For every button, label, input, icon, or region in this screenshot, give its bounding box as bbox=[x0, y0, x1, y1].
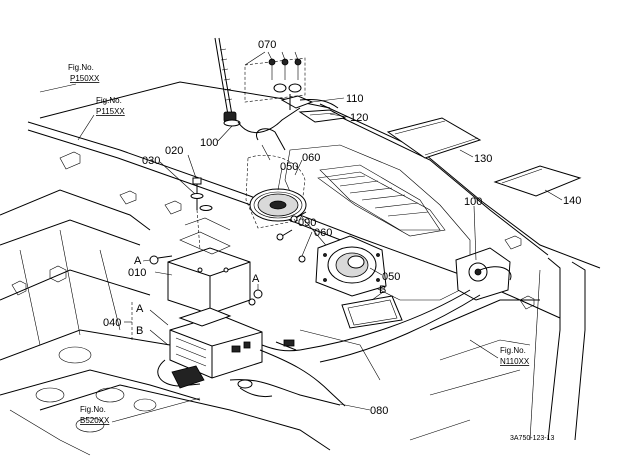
drawing-code: 3A750-123-13 bbox=[510, 435, 554, 442]
fig-ref-p150-line1: Fig.No. bbox=[68, 63, 94, 72]
fig-ref-n110-line1: Fig.No. bbox=[500, 346, 526, 355]
bolt-020-030 bbox=[190, 177, 213, 251]
sound-mat-130 bbox=[386, 117, 482, 159]
part-label-100-top: 100 bbox=[200, 137, 218, 149]
a-side-bolts bbox=[149, 255, 263, 306]
part-label-040: 040 bbox=[103, 317, 121, 329]
marker-a-bracket: A bbox=[134, 255, 142, 267]
fig-ref-p150-line2: P150XX bbox=[70, 74, 100, 83]
part-label-050-lower: 050 bbox=[382, 271, 400, 283]
part-label-080: 080 bbox=[370, 405, 388, 417]
sound-mat-140 bbox=[493, 165, 582, 197]
part-label-110: 110 bbox=[346, 93, 364, 105]
speaker-unit-100 bbox=[455, 247, 512, 301]
marker-a-right: A bbox=[252, 273, 260, 285]
marker-a-radio: A bbox=[136, 303, 144, 315]
fig-ref-p115-line2: P115XX bbox=[96, 107, 125, 116]
gasket-b bbox=[341, 295, 403, 329]
antenna-assembly bbox=[214, 37, 347, 133]
part-label-130: 130 bbox=[474, 153, 492, 165]
part-label-120: 120 bbox=[350, 112, 368, 124]
speaker-left bbox=[245, 128, 307, 229]
marker-b-radio: B bbox=[136, 325, 143, 337]
part-label-030: 030 bbox=[142, 155, 160, 167]
cable-080 bbox=[229, 289, 481, 407]
part-label-010: 010 bbox=[128, 267, 146, 279]
fig-ref-b520-line1: Fig.No. bbox=[80, 405, 106, 414]
bracket-010 bbox=[167, 217, 251, 315]
fig-ref-b520-line2: B520XX bbox=[80, 416, 110, 425]
fig-ref-n110-line2: N110XX bbox=[500, 357, 530, 366]
part-label-060-lower: 060 bbox=[314, 227, 332, 239]
roof-frame bbox=[0, 81, 601, 456]
leader-lines bbox=[39, 51, 563, 423]
part-label-070: 070 bbox=[258, 39, 276, 51]
marker-b-gasket: B bbox=[379, 284, 386, 296]
part-label-090: 090 bbox=[298, 217, 316, 229]
fig-ref-p115-line1: Fig.No. bbox=[96, 96, 122, 105]
part-label-020: 020 bbox=[165, 145, 183, 157]
part-label-100-right: 100 bbox=[464, 196, 482, 208]
part-label-060-top: 060 bbox=[302, 152, 320, 164]
radio-unit bbox=[157, 307, 301, 389]
part-label-140: 140 bbox=[563, 195, 581, 207]
speaker-right bbox=[315, 235, 387, 297]
part-label-050-top: 050 bbox=[280, 161, 298, 173]
